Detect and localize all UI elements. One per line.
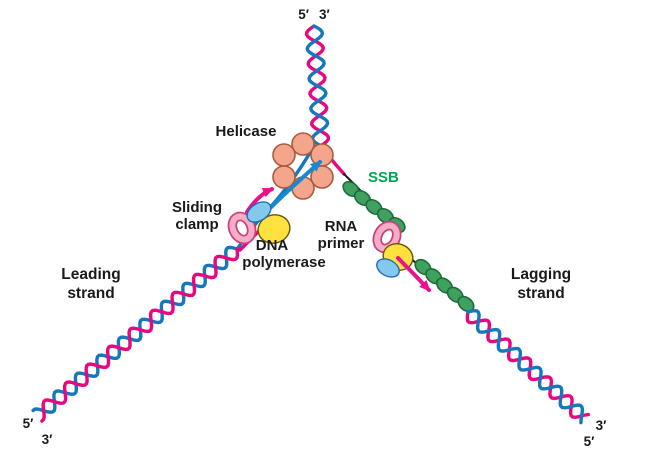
dna-polymerase-subunit [246,201,272,223]
helicase-subunit [291,132,315,156]
dna-strand [465,310,590,420]
helicase-subunit [272,165,296,189]
dna-polymerase-body [257,214,291,244]
label-dna-polymerase-line2: polymerase [242,254,325,271]
leading-polymerase-complex [227,201,291,245]
sliding-clamp-lagging [372,220,402,254]
label-leading-strand-line1: Leading [61,266,120,283]
label-ssb: SSB [368,169,399,186]
label-leading-end-5-prime: 5′ [23,416,34,431]
label-parental-5-prime: 5′ [298,7,309,22]
label-helicase: Helicase [216,123,277,140]
label-dna-polymerase-line1: DNA [256,237,289,254]
dna-strand [466,308,585,425]
label-lagging-end-3-prime: 3′ [596,418,607,433]
label-parental-3-prime: 3′ [319,7,330,22]
dna-strand [305,24,330,148]
lagging-strand-helix [465,308,590,425]
label-sliding-clamp-line2: clamp [175,216,218,233]
helicase-subunit [310,143,334,167]
label-lagging-strand-line2: strand [517,285,564,302]
label-leading-strand-line2: strand [67,285,114,302]
dna-polymerase-subunit-lagging [376,258,400,278]
helicase-subunit [272,143,296,167]
lagging-polymerase-complex [372,220,431,292]
dna-strand [31,245,239,414]
label-rna-primer-line2: primer [318,235,365,252]
label-leading-end-3-prime: 3′ [42,432,53,447]
sliding-clamp-lagging-ring [374,222,400,252]
dna-strand [40,247,240,423]
leading-strand-helix [31,245,240,423]
label-lagging-end-5-prime: 5′ [584,434,595,449]
label-lagging-strand-line1: Lagging [511,266,571,283]
lagging-synthesis-arrow [396,256,431,292]
sliding-clamp-ring [229,213,255,243]
sliding-clamp [227,211,257,245]
label-rna-primer-line1: RNA [325,218,358,235]
parental-dna-helix [304,24,331,148]
leading-synthesis-arrow [266,160,322,212]
label-sliding-clamp-line1: Sliding [172,199,222,216]
